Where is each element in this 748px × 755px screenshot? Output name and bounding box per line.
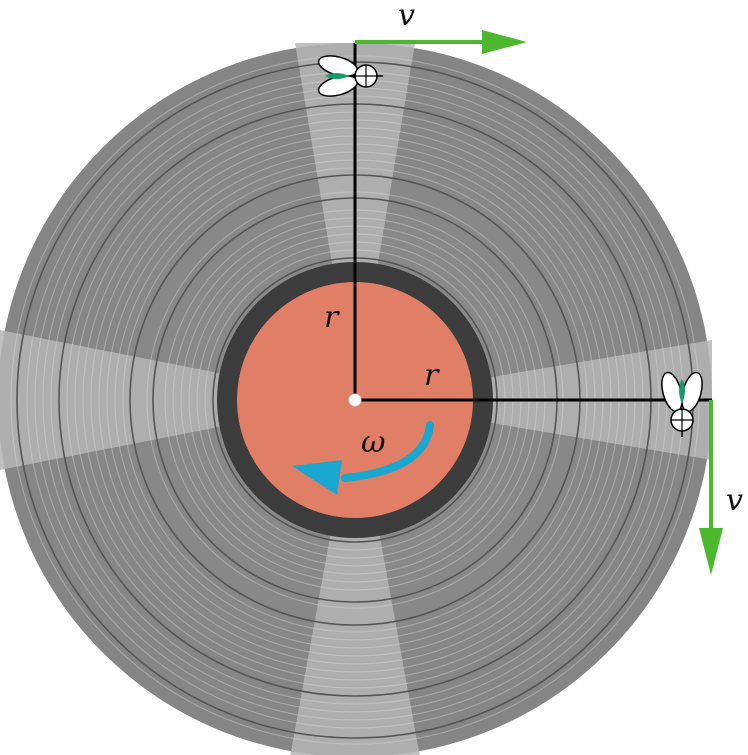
velocity-arrow-right [699, 400, 723, 575]
label-velocity-top: v [398, 0, 415, 33]
fly-icon-top [317, 55, 383, 97]
velocity-arrow-top [355, 30, 527, 54]
angular-velocity-arrow [292, 421, 434, 495]
spindle-hole [348, 393, 362, 407]
fly-icon-right [661, 371, 703, 437]
label-radius-vertical: r [324, 300, 340, 335]
label-radius-horizontal: r [424, 358, 440, 393]
label-angular-velocity: ω [361, 425, 385, 460]
label-velocity-right: v [726, 483, 743, 518]
